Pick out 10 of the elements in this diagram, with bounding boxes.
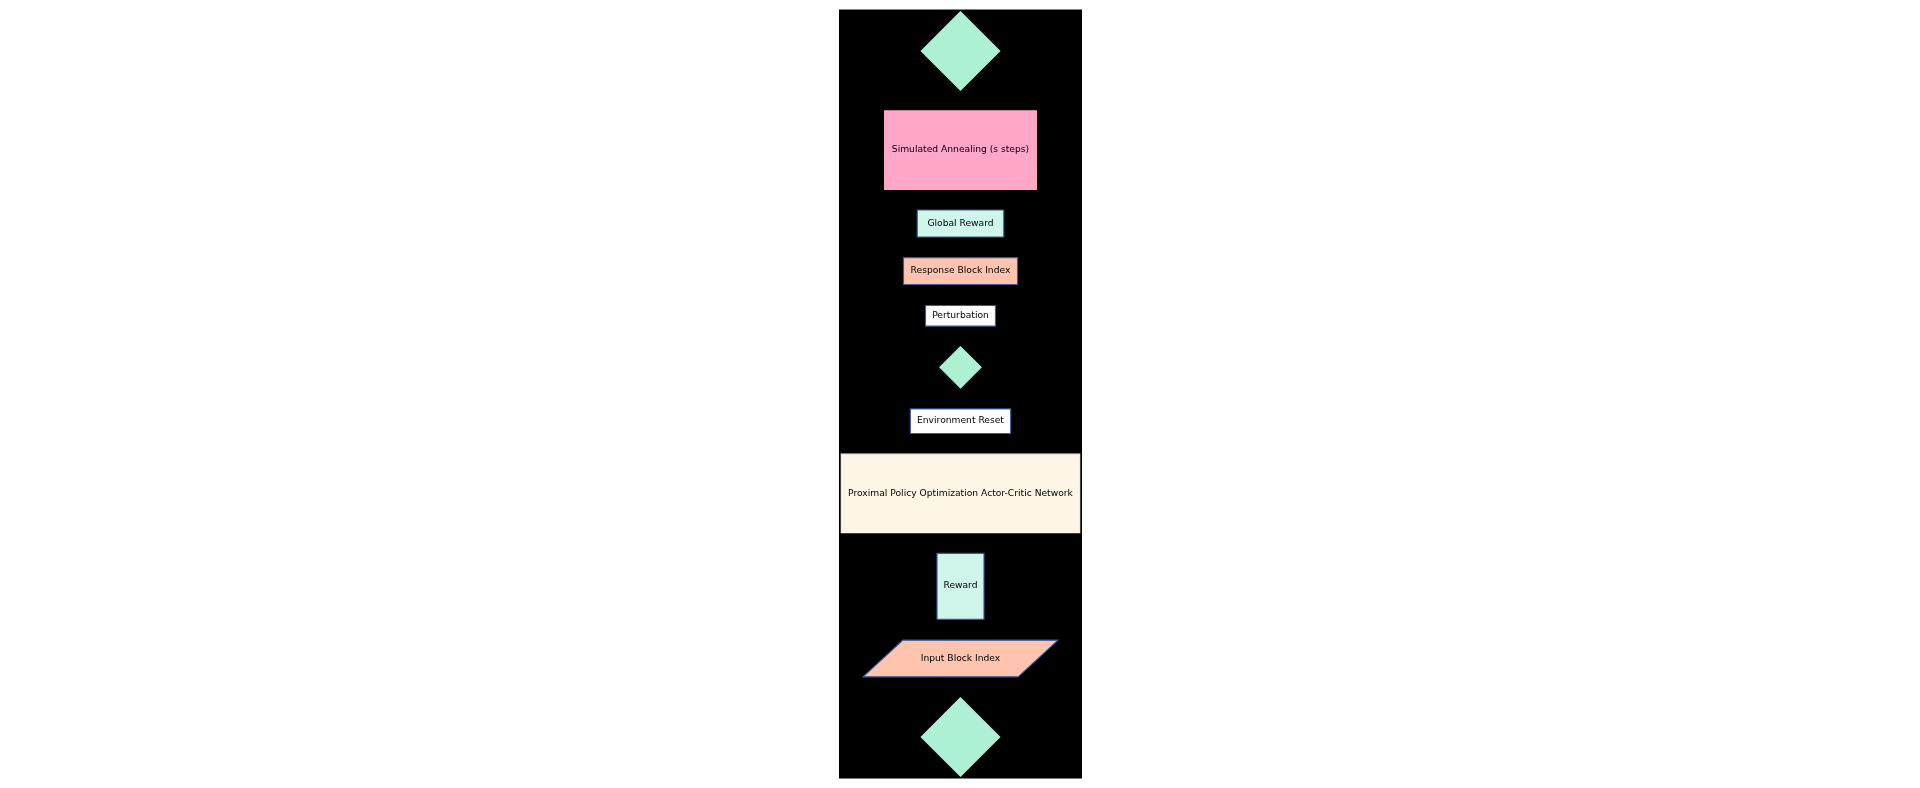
node-diamond	[919, 696, 1001, 778]
node-box: Environment Reset	[909, 408, 1011, 435]
node-box: Proximal Policy Optimization Actor-Critic Network	[840, 453, 1080, 534]
node-box: Simulated Annealing (s steps)	[883, 110, 1037, 190]
node-box: Perturbation	[924, 304, 996, 327]
node-diamond	[938, 345, 982, 389]
node-box: Global Reward	[916, 209, 1004, 238]
node-box: Reward	[935, 552, 985, 620]
node-diamond	[919, 10, 1001, 92]
node-box: Response Block Index	[902, 257, 1018, 286]
